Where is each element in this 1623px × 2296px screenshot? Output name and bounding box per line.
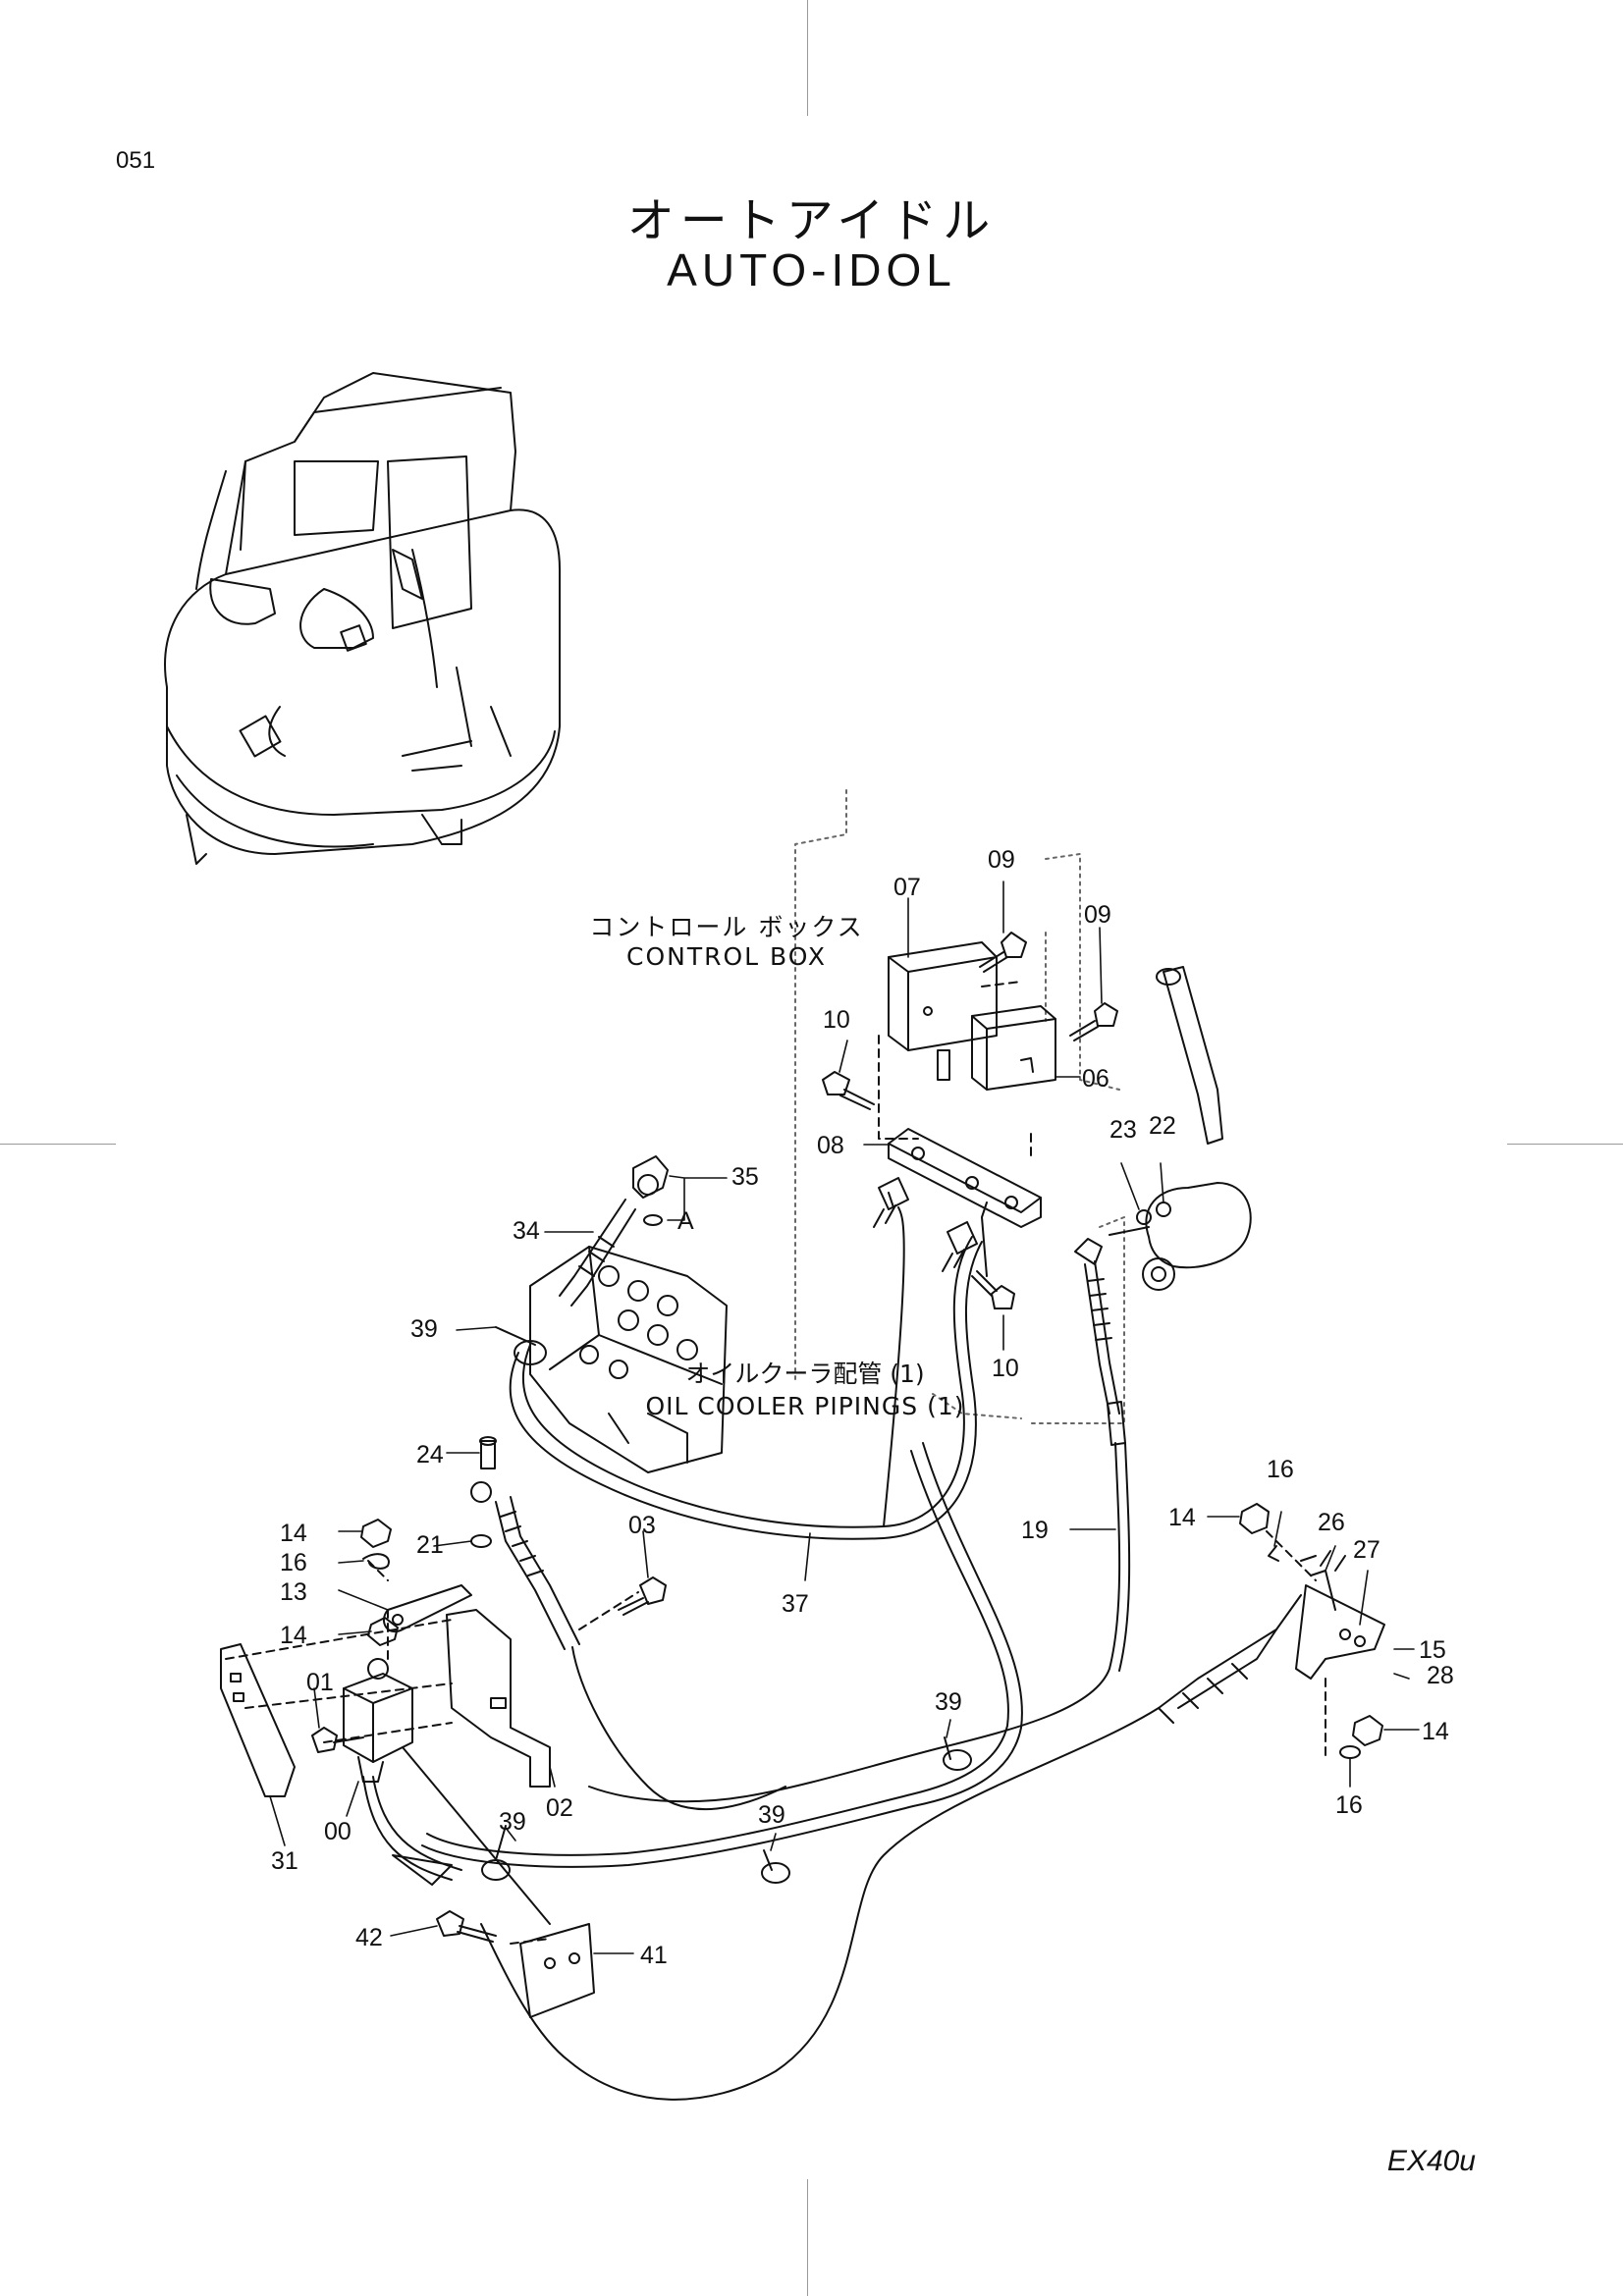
nut-14-mid [367, 1617, 399, 1646]
nut-14-left [360, 1519, 392, 1548]
cable-tie-39-left [481, 1825, 511, 1881]
washer-21 [470, 1481, 492, 1548]
machine-frame-outline [794, 789, 1125, 1424]
left-leader-lines [225, 1560, 639, 1945]
callout-09-right: 09 [1084, 901, 1111, 929]
right-leader-lines [1266, 1530, 1326, 1758]
callout-02: 02 [546, 1794, 573, 1822]
lever-13 [383, 1584, 472, 1632]
page-number: 051 [116, 147, 156, 174]
callout-39-upper: 39 [410, 1315, 438, 1343]
control-box-caption-jp: コントロール ボックス [589, 913, 864, 941]
callout-16-left: 16 [280, 1549, 307, 1576]
callout-00: 00 [324, 1818, 352, 1845]
callout-14-right-lower: 14 [1422, 1718, 1449, 1745]
connector-right [942, 1221, 978, 1272]
throttle-lever-assembly [1109, 966, 1252, 1291]
cable-tie-39-mid [761, 1849, 790, 1884]
bolt-09-right [1069, 1002, 1118, 1041]
callout-23: 23 [1109, 1116, 1137, 1144]
crop-mark-bottom [807, 2179, 808, 2296]
mount-leader-lines [878, 981, 1032, 1159]
bolt-42 [436, 1910, 497, 1943]
callout-27: 27 [1353, 1536, 1380, 1564]
callout-22: 22 [1149, 1112, 1176, 1140]
callout-16-right-upper: 16 [1267, 1456, 1294, 1483]
nut-14-right [1239, 1503, 1279, 1562]
bolt-09-upper [979, 932, 1027, 973]
callout-03: 03 [628, 1512, 656, 1539]
callout-13: 13 [280, 1578, 307, 1606]
callout-39-left: 39 [499, 1808, 526, 1836]
crop-mark-top [807, 0, 808, 116]
clip-16 [362, 1553, 390, 1570]
callout-21: 21 [416, 1531, 444, 1559]
harness-37 [421, 1192, 1023, 1868]
oil-cooler-caption-jp: オイルクーラ配管 (1) [685, 1360, 925, 1388]
control-box-07 [888, 941, 998, 1081]
callout-A: A [677, 1207, 694, 1235]
callout-06: 06 [1082, 1065, 1109, 1093]
callout-15: 15 [1419, 1636, 1446, 1664]
cable-tie-39-mid-right [943, 1736, 972, 1771]
bracket-02 [446, 1609, 551, 1788]
switch-00 [343, 1658, 413, 1783]
nut-14-lower-right [1339, 1715, 1383, 1759]
cable-19 [588, 1238, 1131, 1803]
callout-01: 01 [306, 1669, 334, 1696]
callout-37: 37 [782, 1590, 809, 1618]
callout-28: 28 [1427, 1662, 1454, 1689]
callout-10-lower: 10 [992, 1355, 1019, 1382]
fitting-35 [632, 1155, 669, 1226]
callout-35: 35 [731, 1163, 759, 1191]
bolt-01 [311, 1727, 364, 1753]
bolt-03 [618, 1576, 667, 1616]
bracket-41 [519, 1923, 595, 2018]
callout-09-upper: 09 [988, 846, 1015, 874]
cable-tie-39-upper [495, 1326, 547, 1365]
callout-39-mid: 39 [758, 1801, 785, 1829]
bolt-10-lower [971, 1270, 1015, 1309]
bracket-08 [888, 1128, 1042, 1228]
title-english: AUTO-IDOL [667, 244, 956, 295]
bolt-24 [479, 1436, 497, 1469]
callout-08: 08 [817, 1132, 844, 1159]
callout-leaders [269, 881, 1420, 1954]
bracket-31 [220, 1643, 296, 1797]
callout-14-right-upper: 14 [1168, 1504, 1196, 1531]
callout-41: 41 [640, 1942, 668, 1969]
cable-34 [559, 1199, 636, 1307]
control-box-caption-en: CONTROL BOX [626, 942, 827, 971]
callout-14-left-upper: 14 [280, 1520, 307, 1547]
callout-39-mid-right: 39 [935, 1688, 962, 1716]
callout-42: 42 [355, 1924, 383, 1951]
callout-16-right-lower: 16 [1335, 1791, 1363, 1819]
harness-lower-left [362, 1746, 551, 1925]
rod-26 [1300, 1555, 1336, 1611]
control-box-06 [971, 1005, 1056, 1091]
callout-07: 07 [893, 874, 921, 901]
callout-24: 24 [416, 1441, 444, 1468]
crop-mark-right [1507, 1144, 1623, 1145]
callout-10-upper: 10 [823, 1006, 850, 1034]
oil-cooler-caption-en: OIL COOLER PIPINGS (1) [645, 1392, 965, 1420]
connector-left [873, 1177, 909, 1228]
model-name: EX40u [1386, 2145, 1476, 2177]
cable-right [480, 1594, 1302, 2101]
title-japanese: オートアイドル [626, 193, 997, 248]
bolt-10-upper [822, 1071, 875, 1110]
callout-31: 31 [271, 1847, 298, 1875]
control-valve-block [529, 1246, 728, 1473]
callout-14-left-lower: 14 [280, 1622, 307, 1649]
excavator-overview-illustration [164, 372, 561, 865]
callout-26: 26 [1318, 1509, 1345, 1536]
callout-34: 34 [513, 1217, 540, 1245]
bracket-27 [1295, 1550, 1385, 1680]
cable-upper-left [495, 1496, 786, 1810]
callout-19: 19 [1021, 1517, 1049, 1544]
crop-mark-left [0, 1144, 116, 1145]
